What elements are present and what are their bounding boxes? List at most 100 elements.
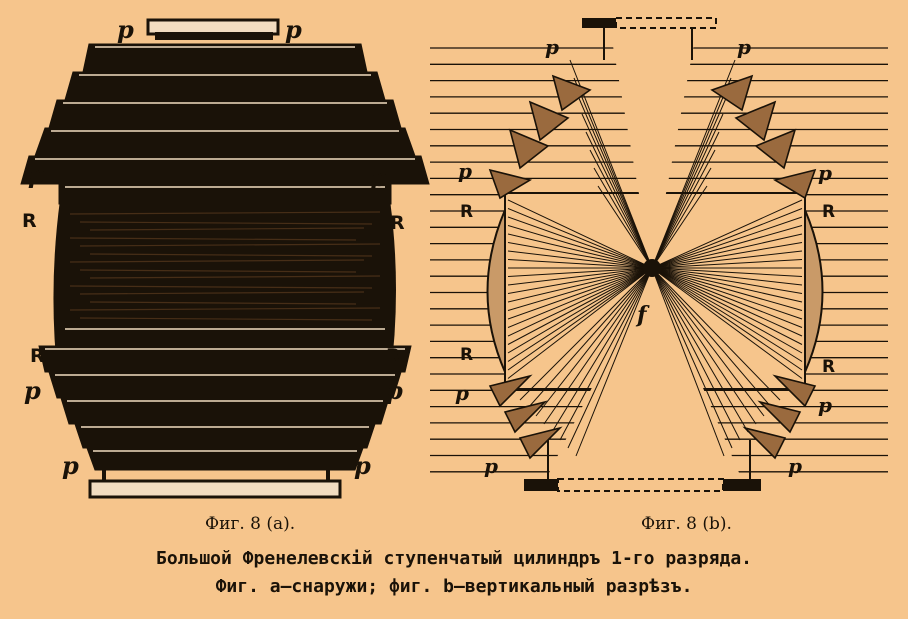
ray: [651, 225, 803, 269]
label-R: R: [460, 202, 473, 222]
ray: [551, 267, 653, 433]
ray: [507, 267, 653, 320]
ray: [651, 267, 725, 457]
ray: [651, 216, 803, 269]
ray: [519, 267, 653, 401]
bottom-base-dashed: [557, 478, 724, 492]
bottom-base: [524, 479, 558, 491]
ray: [651, 267, 741, 441]
label-R: R: [460, 345, 473, 365]
prism-ring: [48, 371, 402, 399]
ray: [507, 267, 653, 345]
bottom-base: [88, 479, 342, 499]
label-p: p: [28, 160, 45, 189]
prism-section: [488, 374, 533, 408]
ray: [651, 113, 724, 269]
texture-streak: [79, 269, 357, 273]
ray: [585, 131, 653, 269]
prism-section: [757, 400, 802, 434]
label-R: R: [390, 212, 405, 234]
ray: [507, 267, 653, 294]
bottom-base: [723, 479, 761, 491]
prism-section: [551, 74, 592, 112]
ray: [577, 95, 653, 269]
ray: [507, 233, 653, 269]
prism-rings: [20, 43, 430, 471]
label-p: p: [818, 393, 832, 417]
ray: [507, 267, 653, 303]
ray: [507, 208, 653, 269]
ray: [507, 267, 653, 354]
ray: [507, 267, 653, 277]
ray: [507, 259, 653, 269]
ray: [507, 225, 653, 269]
ray: [651, 149, 716, 269]
prism-section: [518, 426, 563, 460]
ray: [507, 267, 653, 337]
ray: [651, 267, 803, 345]
label-p: p: [455, 381, 469, 405]
central-gap: [607, 12, 700, 268]
ray: [651, 267, 803, 379]
prism-section: [710, 74, 754, 112]
prism-section: [772, 374, 817, 408]
prism-ring: [74, 423, 376, 449]
ray: [581, 113, 653, 269]
ray: [567, 267, 653, 449]
ray: [507, 267, 653, 286]
ray: [651, 233, 803, 269]
texture-streak: [69, 237, 357, 241]
prism-section: [503, 400, 548, 434]
label-p: p: [484, 454, 498, 478]
ray: [535, 267, 653, 417]
prism-ring: [20, 155, 430, 185]
caption-title: Большой Френелевскій ступенчатый цилиндр…: [155, 548, 753, 569]
ray: [651, 167, 712, 269]
ray: [651, 267, 773, 409]
ray: [651, 267, 803, 362]
label-p: p: [737, 35, 751, 59]
prism-ring: [60, 397, 390, 425]
ray: [651, 267, 803, 320]
ray: [589, 149, 653, 269]
prism-section: [508, 128, 550, 170]
ray: [527, 267, 653, 409]
top-cap-dashed: [615, 17, 717, 29]
ray: [575, 267, 653, 457]
texture-streak: [79, 221, 373, 225]
prism-cross-sections: [488, 74, 817, 460]
label-p: p: [545, 35, 559, 59]
ray: [651, 77, 732, 269]
top-cap-base: [155, 32, 273, 40]
texture-streak: [89, 301, 357, 305]
prism-ring: [58, 183, 392, 205]
ray: [507, 267, 653, 379]
label-p: p: [458, 159, 472, 183]
prism-section: [772, 168, 817, 200]
prism-section: [734, 100, 777, 142]
ray: [573, 77, 653, 269]
ray: [651, 267, 749, 433]
caption-figure-b: Фиг. 8 (b).: [641, 514, 732, 534]
ray: [651, 199, 803, 269]
texture-streak: [69, 285, 373, 289]
prism-ring: [48, 99, 402, 129]
ray: [543, 267, 653, 425]
prism-ring: [82, 43, 368, 73]
ray: [507, 267, 653, 362]
label-p: p: [285, 15, 302, 44]
prism-ring: [38, 345, 412, 373]
ray: [651, 242, 803, 269]
side-lens-right: [804, 209, 824, 373]
central-gap: [548, 268, 740, 475]
texture-streak: [89, 227, 365, 231]
ray: [651, 267, 765, 417]
ray: [651, 267, 803, 337]
label-p: p: [62, 451, 79, 480]
prism-ring: [34, 127, 416, 157]
ray: [651, 208, 803, 269]
ray: [507, 216, 653, 269]
ray: [651, 267, 733, 449]
figure-b-vertical-section: f p p p p R R R R p p p p: [430, 12, 888, 492]
ray: [651, 185, 708, 269]
